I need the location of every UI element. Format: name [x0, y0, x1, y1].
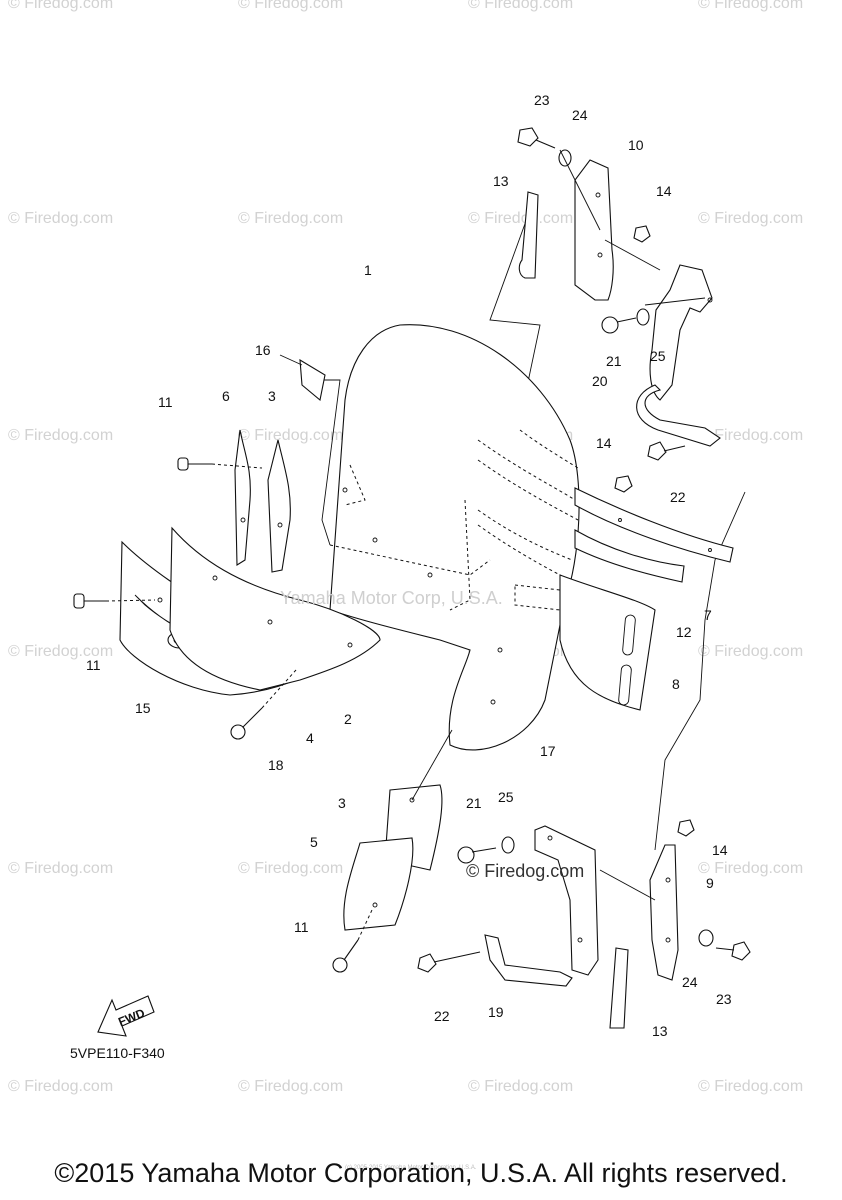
watermark: © Firedog.com	[468, 0, 573, 12]
copyright-footer: ©2015 Yamaha Motor Corporation, U.S.A. A…	[54, 1158, 788, 1188]
callout-23: 23	[716, 991, 732, 1007]
callout-11: 11	[158, 394, 173, 410]
callout-14: 14	[712, 842, 728, 858]
callout-16: 16	[255, 342, 271, 358]
callout-13: 13	[652, 1023, 668, 1039]
diagram-code: 5VPE110-F340	[70, 1045, 165, 1061]
watermark: © Firedog.com	[8, 1078, 113, 1095]
bracket-part-5	[343, 837, 414, 931]
callout-9: 9	[706, 875, 714, 891]
callout-1: 1	[364, 262, 372, 278]
watermark: © Firedog.com	[8, 0, 113, 12]
callout-7: 7	[704, 607, 712, 623]
callout-11: 11	[294, 919, 309, 935]
nut-part-14-lower	[677, 819, 695, 837]
callout-25: 25	[650, 348, 666, 364]
washer-part-25-upper	[636, 308, 650, 326]
bolt-part-23-upper	[517, 127, 556, 149]
screw-part-18	[230, 669, 297, 740]
bolt-part-21-lower	[457, 846, 497, 864]
callout-14: 14	[656, 183, 672, 199]
screw-part-11-upper	[177, 457, 263, 471]
callout-5: 5	[310, 834, 318, 850]
bracket-part-10	[574, 159, 614, 301]
bolt-part-21-upper	[601, 316, 637, 334]
callout-13: 13	[493, 173, 509, 189]
callout-12: 12	[676, 624, 692, 640]
watermark: © Firedog.com	[8, 210, 113, 227]
watermark: © Firedog.com	[238, 1078, 343, 1095]
callout-20: 20	[592, 373, 608, 389]
strip-part-12	[574, 529, 685, 583]
callout-labels: 23 24 10 13 14 1 16 21 25 20 6 3 11 14 2…	[86, 92, 732, 1039]
windshield-part-1	[318, 324, 580, 751]
watermark: © Firedog.com	[698, 427, 803, 444]
callout-25: 25	[498, 789, 514, 805]
strip-part-7	[574, 487, 734, 563]
callout-3: 3	[338, 795, 346, 811]
watermark: © Firedog.com	[8, 643, 113, 660]
watermark: © Firedog.com	[698, 1078, 803, 1095]
panel-part-8	[559, 574, 656, 711]
leader-line	[411, 729, 453, 801]
screw-part-11-left	[73, 593, 156, 609]
callout-24: 24	[572, 107, 588, 123]
watermark: © Firedog.com	[8, 860, 113, 877]
watermark: © Firedog.com	[468, 210, 573, 227]
bracket-part-3-upper	[267, 439, 291, 573]
plate-part-13-lower	[609, 947, 629, 1029]
tiny-copyright-note: (c) 2005-2015 Yamaha Motor Corporation, …	[345, 1165, 477, 1171]
bolt-part-22-upper	[647, 441, 686, 461]
fwd-arrow-icon: FWD	[97, 995, 155, 1037]
watermark: © Firedog.com	[238, 427, 343, 444]
watermark: © Firedog.com	[238, 210, 343, 227]
washer-part-24-lower	[698, 929, 714, 947]
callout-15: 15	[135, 700, 151, 716]
leader-line	[604, 239, 661, 271]
callout-19: 19	[488, 1004, 504, 1020]
nut-part-14-upper	[633, 225, 651, 243]
center-watermark: Yamaha Motor Corp, U.S.A.	[280, 588, 503, 608]
watermark: © Firedog.com	[698, 643, 803, 660]
watermark: © Firedog.com	[8, 427, 113, 444]
inline-watermark: © Firedog.com	[466, 861, 584, 881]
callout-3: 3	[268, 388, 276, 404]
callout-6: 6	[222, 388, 230, 404]
bracket-part-9	[649, 844, 679, 981]
callout-4: 4	[306, 730, 314, 746]
callout-23: 23	[534, 92, 550, 108]
callout-24: 24	[682, 974, 698, 990]
bolt-part-23-lower	[715, 941, 751, 961]
callout-2: 2	[344, 711, 352, 727]
stay-part-19	[484, 825, 599, 987]
leader-line	[559, 149, 601, 231]
callout-11: 11	[86, 657, 101, 673]
plate-part-13-upper	[518, 191, 539, 279]
callout-21: 21	[466, 795, 482, 811]
watermark: © Firedog.com	[238, 0, 343, 12]
leader-line	[644, 297, 706, 306]
bracket-part-6	[234, 429, 251, 566]
shield-part-2	[169, 526, 381, 691]
callout-10: 10	[628, 137, 644, 153]
watermark: © Firedog.com	[698, 210, 803, 227]
bolt-part-22-lower	[417, 951, 481, 973]
callout-14: 14	[596, 435, 612, 451]
watermark: © Firedog.com	[698, 0, 803, 12]
label-part-16	[279, 354, 326, 402]
screw-part-11-bottom	[332, 909, 373, 973]
watermark: © Firedog.com	[698, 860, 803, 877]
callout-18: 18	[268, 757, 284, 773]
callout-17: 17	[540, 743, 556, 759]
callout-22: 22	[670, 489, 686, 505]
nut-part-14-middle	[614, 475, 633, 493]
washer-part-25-lower	[501, 836, 515, 854]
callout-22: 22	[434, 1008, 450, 1024]
leader-line	[599, 869, 656, 901]
callout-8: 8	[672, 676, 680, 692]
watermark: © Firedog.com	[238, 860, 343, 877]
callout-21: 21	[606, 353, 622, 369]
watermark: © Firedog.com	[468, 1078, 573, 1095]
